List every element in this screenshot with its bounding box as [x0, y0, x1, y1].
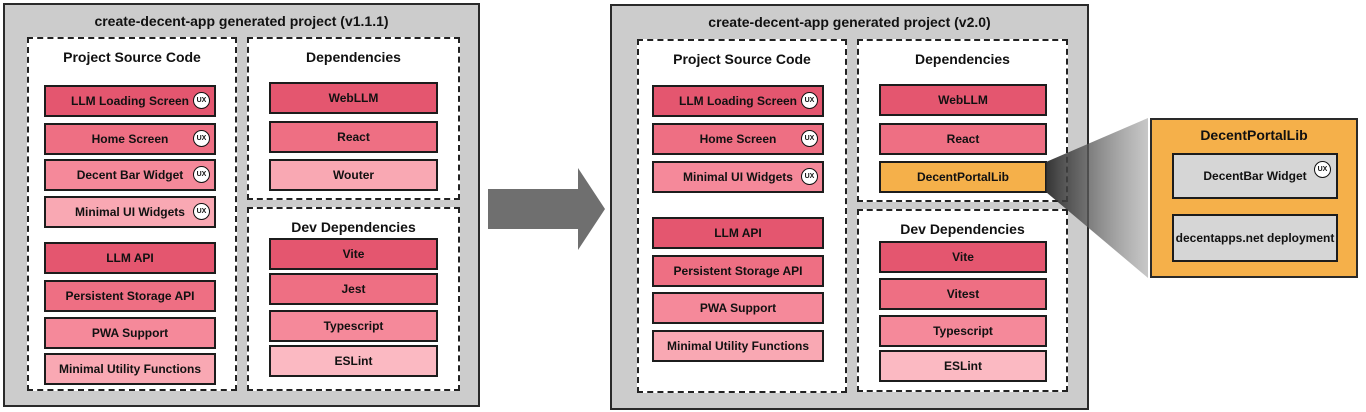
right-devdep-item: ESLint — [879, 350, 1047, 382]
ux-icon: UX — [193, 92, 210, 109]
right-devdep-item: Typescript — [879, 315, 1047, 347]
upgrade-arrow — [488, 168, 605, 250]
left-source-item: Home Screen — [44, 123, 216, 155]
decentportallib-panel: DecentPortalLib DecentBar Widget UX dece… — [1150, 118, 1358, 278]
ux-icon: UX — [193, 203, 210, 220]
left-source-item: Decent Bar Widget — [44, 159, 216, 191]
left-dep-item: Wouter — [269, 159, 438, 191]
right-devdep-item: Vite — [879, 241, 1047, 273]
left-devdep-item: ESLint — [269, 345, 438, 377]
left-dep-item: React — [269, 121, 438, 153]
ux-icon: UX — [193, 130, 210, 147]
right-devdeps-title: Dev Dependencies — [900, 221, 1025, 237]
right-project-title: create-decent-app generated project (v2.… — [708, 14, 991, 30]
left-source-item: Minimal Utility Functions — [44, 353, 216, 385]
left-source-title: Project Source Code — [63, 49, 201, 65]
left-devdeps-title: Dev Dependencies — [291, 219, 416, 235]
lib-item-deployment: decentapps.net deployment — [1172, 214, 1338, 262]
left-devdep-item: Vite — [269, 238, 438, 270]
left-source-item: Minimal UI Widgets — [44, 196, 216, 228]
left-project-title: create-decent-app generated project (v1.… — [94, 13, 389, 29]
left-deps-group: Dependencies WebLLM React Wouter — [247, 37, 460, 200]
left-dep-item: WebLLM — [269, 82, 438, 114]
right-source-item: PWA Support — [652, 292, 824, 324]
right-devdeps-group: Dev Dependencies Vite Vitest Typescript … — [857, 209, 1068, 392]
ux-icon: UX — [801, 130, 818, 147]
left-source-item: LLM Loading Screen — [44, 85, 216, 117]
left-project-panel: create-decent-app generated project (v1.… — [3, 3, 480, 407]
left-devdeps-group: Dev Dependencies Vite Jest Typescript ES… — [247, 207, 460, 391]
ux-icon: UX — [801, 92, 818, 109]
left-source-item: LLM API — [44, 242, 216, 274]
decentportallib-title: DecentPortalLib — [1200, 127, 1308, 143]
ux-icon: UX — [801, 168, 818, 185]
right-dep-item: WebLLM — [879, 84, 1047, 116]
right-project-panel: create-decent-app generated project (v2.… — [610, 4, 1089, 410]
right-devdep-item: Vitest — [879, 278, 1047, 310]
ux-icon: UX — [1314, 161, 1331, 178]
left-devdep-item: Jest — [269, 273, 438, 305]
right-source-item: LLM Loading Screen — [652, 85, 824, 117]
lib-item-decentbar-widget: DecentBar Widget — [1172, 153, 1338, 199]
right-dep-item: React — [879, 123, 1047, 155]
right-deps-group: Dependencies WebLLM React DecentPortalLi… — [857, 39, 1068, 202]
right-source-item: Home Screen — [652, 123, 824, 155]
right-deps-title: Dependencies — [915, 51, 1010, 67]
right-source-group: Project Source Code LLM Loading Screen U… — [637, 39, 847, 393]
right-dep-item-decentportallib: DecentPortalLib — [879, 161, 1047, 193]
right-source-item: Minimal UI Widgets — [652, 161, 824, 193]
right-source-title: Project Source Code — [673, 51, 811, 67]
right-source-item: Persistent Storage API — [652, 255, 824, 287]
upgrade-arrow-shape — [488, 168, 605, 250]
left-source-group: Project Source Code LLM Loading Screen U… — [27, 37, 237, 391]
left-source-item: PWA Support — [44, 317, 216, 349]
left-source-item: Persistent Storage API — [44, 280, 216, 312]
right-source-item: Minimal Utility Functions — [652, 330, 824, 362]
ux-icon: UX — [193, 166, 210, 183]
left-devdep-item: Typescript — [269, 310, 438, 342]
right-source-item: LLM API — [652, 217, 824, 249]
left-deps-title: Dependencies — [306, 49, 401, 65]
